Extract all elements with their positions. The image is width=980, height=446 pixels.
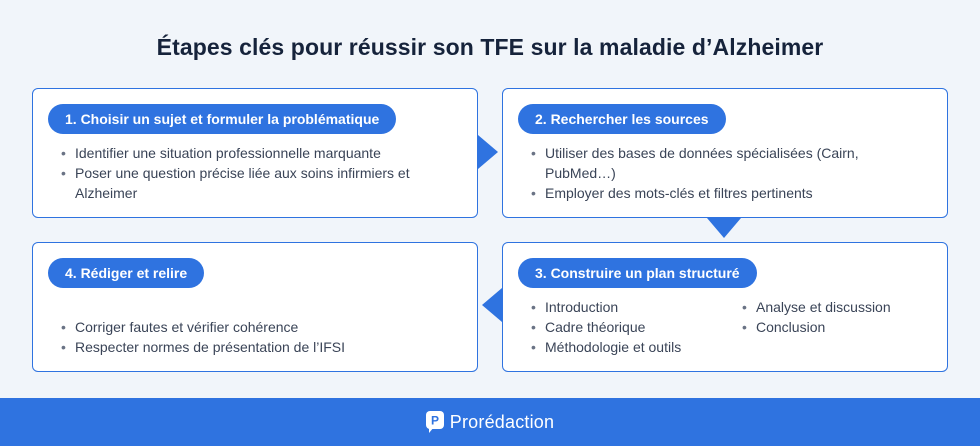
diagram-title: Étapes clés pour réussir son TFE sur la … <box>156 34 824 60</box>
bullet-dot-icon: • <box>61 319 66 335</box>
bullet-dot-icon: • <box>531 319 536 335</box>
brand-name: Prorédaction <box>449 411 555 432</box>
step-4-bullet-list: • Corriger fautes et vérifier cohérence •… <box>54 317 454 357</box>
step-2-bullet-list: • Utiliser des bases de données spécialis… <box>524 143 924 203</box>
bullet-text: Respecter normes de présentation de l’IF… <box>75 339 346 355</box>
bullet-text: Méthodologie et outils <box>545 339 682 355</box>
step-card-2: 2. Rechercher les sources • Utiliser des … <box>502 88 948 218</box>
bullet-text: Utiliser des bases de données spécialisé… <box>545 145 859 181</box>
list-item: • Corriger fautes et vérifier cohérence <box>54 317 454 337</box>
logo-letter: P <box>431 414 439 428</box>
step-card-3: 3. Construire un plan structuré • Introdu… <box>502 242 948 372</box>
list-item: • Cadre théorique <box>524 317 724 337</box>
step-1-bullet-list: • Identifier une situation professionnell… <box>54 143 454 203</box>
bullet-text: Employer des mots-clés et filtres pertin… <box>545 185 813 201</box>
bullet-dot-icon: • <box>531 145 536 161</box>
step-4-label: 4. Rédiger et relire <box>48 258 205 288</box>
bullet-dot-icon: • <box>742 299 747 315</box>
bullet-text: Introduction <box>545 299 619 315</box>
bullet-dot-icon: • <box>742 319 747 335</box>
step-1-label: 1. Choisir un sujet et formuler la probl… <box>48 104 397 134</box>
step-3-label: 3. Construire un plan structuré <box>518 258 757 288</box>
arrow-left-icon <box>482 288 502 322</box>
bullet-dot-icon: • <box>61 339 66 355</box>
proredaction-logo-icon: P <box>425 411 444 433</box>
list-item: • Conclusion <box>735 317 935 337</box>
step-3-bullet-list-left: • Introduction • Cadre théorique • Méthodol… <box>524 297 724 357</box>
bullet-text: Cadre théorique <box>545 319 646 335</box>
bullet-dot-icon: • <box>531 339 536 355</box>
bullet-dot-icon: • <box>61 145 66 161</box>
bullet-text: Poser une question précise liée aux soin… <box>75 165 410 201</box>
bullet-dot-icon: • <box>61 165 66 181</box>
brand: P Prorédaction <box>0 398 980 446</box>
bullet-text: Corriger fautes et vérifier cohérence <box>75 319 299 335</box>
step-2-label: 2. Rechercher les sources <box>518 104 726 134</box>
list-item: • Employer des mots-clés et filtres perti… <box>524 183 924 203</box>
list-item: • Utiliser des bases de données spécialis… <box>524 143 924 183</box>
arrow-down-icon <box>707 218 741 238</box>
list-item: • Poser une question précise liée aux soi… <box>54 163 454 203</box>
step-card-1: 1. Choisir un sujet et formuler la probl… <box>32 88 478 218</box>
bullet-text: Analyse et discussion <box>756 299 891 315</box>
bullet-dot-icon: • <box>531 299 536 315</box>
bullet-text: Identifier une situation professionnelle… <box>75 145 381 161</box>
arrow-right-icon <box>478 135 498 169</box>
step-card-4: 4. Rédiger et relire • Corriger fautes et… <box>32 242 478 372</box>
footer-bar: P Prorédaction <box>0 398 980 446</box>
list-item: • Identifier une situation professionnell… <box>54 143 454 163</box>
bullet-text: Conclusion <box>756 319 826 335</box>
list-item: • Analyse et discussion <box>735 297 935 317</box>
list-item: • Respecter normes de présentation de l’I… <box>54 337 454 357</box>
step-3-bullet-list-right: • Analyse et discussion • Conclusion <box>735 297 935 337</box>
list-item: • Méthodologie et outils <box>524 337 724 357</box>
bullet-dot-icon: • <box>531 185 536 201</box>
list-item: • Introduction <box>524 297 724 317</box>
